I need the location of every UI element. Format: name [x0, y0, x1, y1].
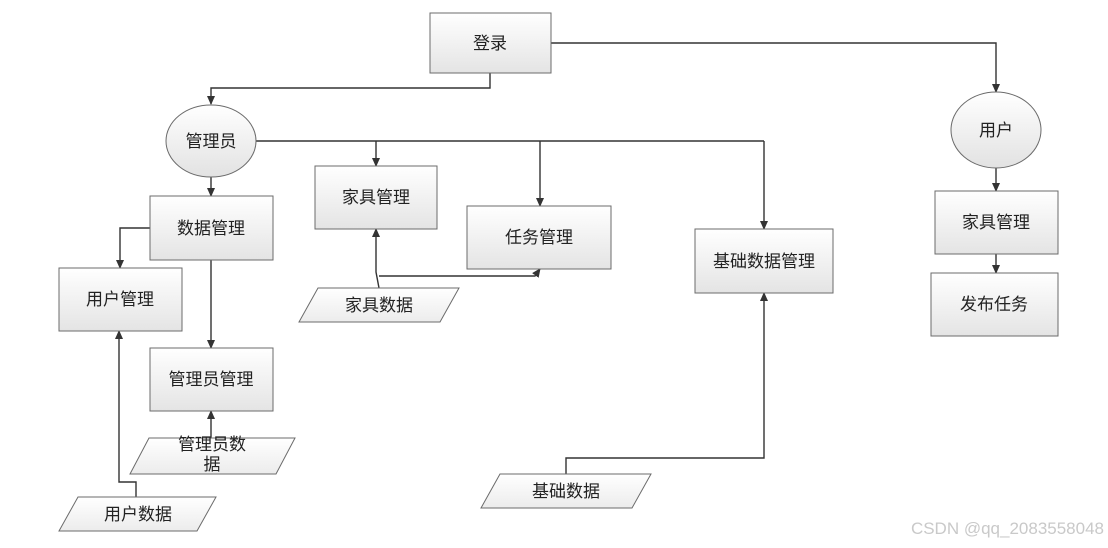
node-data-mgmt-label: 数据管理: [177, 219, 245, 239]
node-user-mgmt: 用户管理: [58, 267, 183, 332]
node-data-mgmt: 数据管理: [149, 195, 274, 261]
node-furniture-data: 家具数据: [298, 287, 460, 323]
node-user: 用户: [950, 91, 1042, 169]
node-user-mgmt-label: 用户管理: [86, 290, 154, 310]
node-publish-task: 发布任务: [930, 272, 1059, 337]
node-admin: 管理员: [165, 104, 257, 178]
edge-login-admin: [207, 73, 491, 105]
node-admin-data-label-line1: 管理员数: [178, 435, 246, 455]
node-base-data: 基础数据: [480, 473, 652, 509]
node-furniture-mgmt-admin-label: 家具管理: [342, 188, 410, 208]
node-furniture-mgmt-admin: 家具管理: [314, 165, 438, 230]
node-base-data-mgmt-label: 基础数据管理: [713, 252, 815, 272]
node-furniture-mgmt-user-label: 家具管理: [962, 213, 1030, 233]
node-publish-task-label: 发布任务: [960, 295, 1028, 315]
node-login-label: 登录: [473, 34, 507, 54]
node-user-label: 用户: [979, 121, 1013, 141]
node-base-data-label: 基础数据: [532, 482, 600, 502]
node-task-mgmt-label: 任务管理: [505, 228, 573, 248]
watermark: CSDN @qq_2083558048: [911, 519, 1104, 538]
node-admin-label: 管理员: [186, 132, 237, 152]
node-furniture-data-label: 家具数据: [345, 296, 413, 316]
node-login: 登录: [429, 12, 552, 74]
node-base-data-mgmt: 基础数据管理: [694, 228, 834, 294]
node-user-data: 用户数据: [58, 496, 217, 532]
node-furniture-mgmt-user: 家具管理: [934, 190, 1059, 255]
edges: [115, 42, 1000, 497]
node-task-mgmt: 任务管理: [466, 205, 612, 270]
node-admin-data: 管理员数 据: [129, 435, 296, 475]
edge-furniture-data-task-mgmt: [379, 268, 541, 278]
edge-data-mgmt-user-mgmt: [116, 227, 150, 269]
node-admin-data-label-line2: 据: [204, 455, 221, 475]
edge-furniture-data-furniture-mgmt: [372, 228, 380, 289]
node-admin-mgmt-label: 管理员管理: [169, 370, 254, 390]
node-user-data-label: 用户数据: [104, 505, 172, 525]
edge-base-data-base-mgmt: [565, 292, 768, 474]
edge-login-user: [551, 42, 1000, 93]
edge-user-data-user-mgmt: [115, 330, 137, 497]
node-admin-mgmt: 管理员管理: [149, 347, 274, 412]
